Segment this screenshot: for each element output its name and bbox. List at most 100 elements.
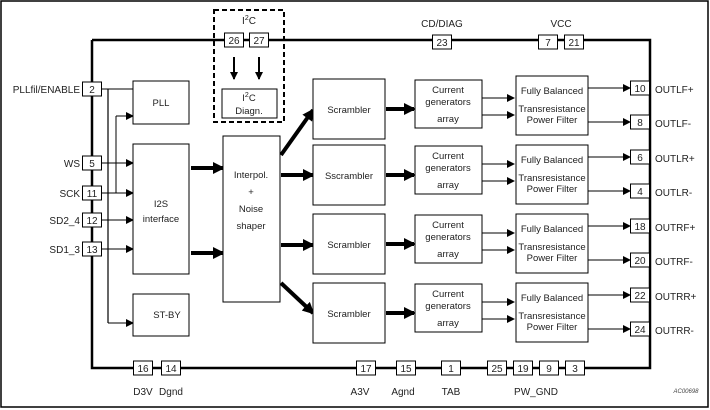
pin-number: 16	[137, 364, 149, 375]
pin-22	[630, 287, 650, 303]
current-generator-label: array	[437, 249, 459, 260]
bottom-pin-label: A3V	[351, 387, 370, 398]
pin-number: 19	[517, 364, 529, 375]
pin-1	[441, 360, 461, 376]
pll-block	[132, 80, 190, 125]
cd-diag-label: CD/DIAG	[421, 19, 463, 30]
pin-number: 9	[546, 364, 552, 375]
pin-18	[630, 218, 650, 234]
scrambler-label: Scrambler	[327, 240, 370, 251]
power-filter-block-3	[515, 213, 589, 274]
pin-15	[396, 360, 416, 376]
pin-12	[82, 212, 102, 228]
power-filter-label: Power Filter	[527, 115, 578, 126]
pin-number: 21	[568, 38, 580, 49]
interpolator-output-arrow	[279, 108, 315, 157]
interpolator-label: shaper	[236, 221, 265, 232]
pin-10	[630, 80, 650, 96]
pin-17	[356, 360, 376, 376]
interpolator-label: Noise	[239, 204, 263, 215]
pin-number: 13	[86, 245, 98, 256]
pin-number: 26	[228, 36, 240, 47]
power-filter-label: Transresistance	[518, 242, 585, 253]
pin-21	[564, 34, 584, 50]
pin-number: 2	[89, 85, 95, 96]
scrambler-label: Sscrambler	[325, 171, 373, 182]
power-filter-label: Fully Balanced	[521, 155, 583, 166]
pin-number: 8	[637, 118, 643, 129]
pin-number: 18	[634, 222, 646, 233]
i2c-label: I2C	[242, 15, 256, 27]
left-pin-label: PLLfil/ENABLE	[13, 85, 81, 96]
pin-2	[82, 81, 102, 97]
left-pin-label: SD1_3	[49, 245, 80, 256]
pin-number: 3	[572, 364, 578, 375]
pin-13	[82, 241, 102, 257]
pin-26	[224, 32, 244, 48]
left-pin-label: SCK	[59, 189, 80, 200]
pll-label: PLL	[153, 98, 170, 109]
interpolator-block	[222, 135, 281, 303]
i2c-diag-label: I2C	[242, 92, 256, 104]
pin-number: 20	[634, 256, 646, 267]
current-generator-label: array	[437, 180, 459, 191]
power-filter-label: Fully Balanced	[521, 293, 583, 304]
pin-16	[133, 360, 153, 376]
current-generator-label: generators	[425, 232, 471, 243]
pin-14	[161, 360, 181, 376]
output-label: OUTRF-	[655, 257, 693, 268]
i2c-diag-label: Diagn.	[235, 106, 262, 117]
current-generator-block-3	[414, 214, 483, 264]
power-filter-label: Transresistance	[518, 104, 585, 115]
current-generator-label: array	[437, 318, 459, 329]
left-pin-label: WS	[64, 159, 80, 170]
pin-24	[630, 321, 650, 337]
pin-25	[487, 360, 507, 376]
scrambler-block-3	[312, 213, 386, 275]
power-filter-label: Transresistance	[518, 311, 585, 322]
scrambler-label: Scrambler	[327, 309, 370, 320]
chip-outline	[90, 38, 652, 370]
left-pin-label: SD2_4	[49, 216, 80, 227]
bottom-pin-label: D3V	[133, 387, 153, 398]
pin-3	[565, 360, 585, 376]
power-filter-block-4	[515, 282, 589, 343]
power-filter-label: Transresistance	[518, 173, 585, 184]
pin-number: 24	[634, 325, 646, 336]
current-generator-label: generators	[425, 163, 471, 174]
output-label: OUTRF+	[655, 223, 695, 234]
power-filter-block-2	[515, 144, 589, 205]
pin-number: 4	[637, 187, 643, 198]
pin-20	[630, 252, 650, 268]
current-generator-label: generators	[425, 301, 471, 312]
pin-number: 23	[436, 38, 448, 49]
pin-number: 22	[634, 291, 646, 302]
power-filter-label: Power Filter	[527, 184, 578, 195]
pin-23	[432, 34, 452, 50]
power-filter-label: Power Filter	[527, 253, 578, 264]
pin-19	[513, 360, 533, 376]
pin-number: 15	[400, 364, 412, 375]
interpolator-label: Interpol.	[234, 170, 268, 181]
bottom-pin-label: Dgnd	[159, 387, 183, 398]
pin-number: 6	[637, 153, 643, 164]
bottom-pin-label: TAB	[442, 387, 461, 398]
output-label: OUTLF-	[655, 119, 691, 130]
figure-code: AC00698	[672, 389, 699, 395]
power-filter-block-1	[515, 75, 589, 136]
bottom-pin-label: Agnd	[391, 387, 414, 398]
output-label: OUTRR+	[655, 292, 697, 303]
interpolator-label: +	[248, 187, 254, 198]
standby-block	[132, 293, 190, 337]
scrambler-label: Scrambler	[327, 105, 370, 116]
pin-number: 5	[89, 159, 95, 170]
pin-number: 12	[86, 216, 98, 227]
vcc-label: VCC	[550, 19, 571, 30]
pin-4	[630, 183, 650, 199]
pin-number: 10	[634, 84, 646, 95]
power-filter-label: Power Filter	[527, 322, 578, 333]
pin-11	[82, 185, 102, 201]
current-generator-label: array	[437, 114, 459, 125]
